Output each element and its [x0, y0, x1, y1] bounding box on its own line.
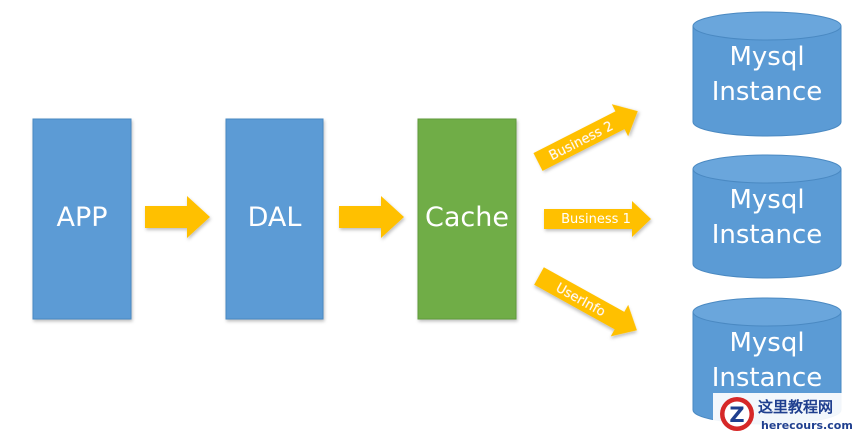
arrow-app-to-dal	[145, 196, 210, 238]
dal-node: DAL	[225, 118, 324, 320]
dal-label: DAL	[248, 202, 302, 233]
cache-node: Cache	[417, 118, 517, 320]
db-2-line2: Instance	[712, 220, 823, 250]
mysql-instance-1: Mysql Instance	[692, 11, 842, 137]
watermark-en-text: herecours.com	[761, 419, 853, 432]
watermark-logo-letter: Z	[729, 403, 744, 427]
db-3-line2: Instance	[712, 363, 823, 393]
arrow-userinfo: UserInfo	[534, 267, 637, 337]
arrow-dal-to-cache	[339, 196, 404, 238]
mysql-instance-2: Mysql Instance	[692, 154, 842, 279]
watermark-logo-icon: Z	[720, 397, 754, 431]
db-2-line1: Mysql	[729, 185, 804, 215]
app-label: APP	[56, 202, 107, 233]
watermark-cn-text: 这里教程网	[758, 398, 833, 416]
business-1-label: Business 1	[561, 212, 631, 227]
watermark: Z 这里教程网 herecours.com	[713, 393, 861, 437]
arrow-business-2: Business 2	[533, 104, 638, 171]
arrow-business-1: Business 1	[544, 201, 651, 237]
db-1-line2: Instance	[712, 77, 823, 107]
db-3-line1: Mysql	[729, 328, 804, 358]
cache-label: Cache	[425, 202, 509, 233]
db-1-line1: Mysql	[729, 42, 804, 72]
app-node: APP	[32, 118, 132, 320]
